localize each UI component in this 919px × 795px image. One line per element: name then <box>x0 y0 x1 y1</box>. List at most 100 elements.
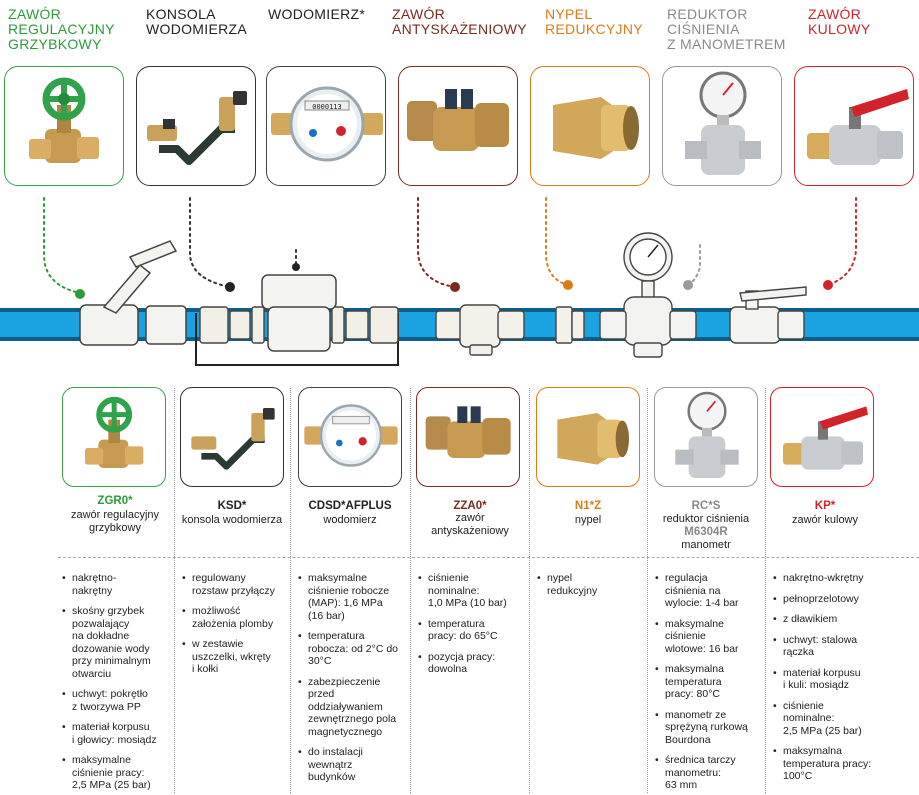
label-backflow-valve: ZAWÓR ANTYSKAŻENIOWY <box>392 6 527 37</box>
feature-item: z dławikiem <box>773 613 893 626</box>
label-globe-valve: ZAWÓR REGULACYJNY GRZYBKOWY <box>8 6 115 52</box>
feature-item: temperatura robocza: od 2°C do 30°C <box>298 630 408 668</box>
product-code-zza0: ZZA0* <box>453 500 487 512</box>
image-box-ball-valve <box>794 66 914 186</box>
label-pressure-reducer: REDUKTOR CIŚNIENIA Z MANOMETREM <box>667 6 786 52</box>
reducing-nipple-icon <box>557 413 629 465</box>
feature-item: maksymalna temperatura pracy: 80°C <box>655 663 765 701</box>
feature-item: ciśnienie nominalne: 1,0 MPa (10 bar) <box>418 572 528 610</box>
feature-item: maksymalne ciśnienie wlotowe: 16 bar <box>655 618 765 656</box>
feature-list-n1z: nypel redukcyjny <box>537 572 647 605</box>
feature-item: ciśnienie nominalne: 2,5 MPa (25 bar) <box>773 700 893 738</box>
image-box-meter-bracket <box>136 66 256 186</box>
image-box-water-meter: 0000113 <box>266 66 386 186</box>
column-separator <box>765 388 766 793</box>
product-code-zgr0: ZGR0* <box>97 495 133 507</box>
product-desc-ksd: konsola wodomierza <box>181 514 283 526</box>
feature-item: średnica tarczy manometru: 63 mm <box>655 754 765 792</box>
feature-list-rcs: regulacja ciśnienia na wylocie: 1-4 bar m… <box>655 572 765 795</box>
section-divider <box>58 557 919 558</box>
feature-item: nakrętno- nakrętny <box>62 572 174 597</box>
pipe-installation-diagram <box>0 197 919 366</box>
globe-valve-icon <box>85 396 144 468</box>
water-meter-icon: 0000113 <box>271 86 383 162</box>
image-box-reducing-nipple <box>530 66 650 186</box>
feature-item: skośny grzybek pozwalający na dokładne d… <box>62 605 174 680</box>
meter-bracket-icon <box>147 91 247 165</box>
feature-item: zabezpieczenie przed oddziaływaniem zewn… <box>298 676 408 739</box>
backflow-valve-schematic <box>435 304 525 356</box>
feature-list-kp: nakrętno-wkrętny pełnoprzelotowy z dławiki… <box>773 572 893 791</box>
product-code-n1z: N1*Z <box>574 500 602 512</box>
water-meter-icon <box>304 404 398 467</box>
product-image-rcs <box>654 387 758 487</box>
column-separator <box>529 388 530 793</box>
feature-item: nypel redukcyjny <box>537 572 647 597</box>
product-desc-kp: zawór kulowy <box>791 514 859 526</box>
product-image-zza0 <box>416 387 520 487</box>
product-image-ksd <box>180 387 284 487</box>
pressure-reducer-icon <box>685 71 761 175</box>
reducing-nipple-icon <box>553 97 639 159</box>
product-desc-n1z: nypel <box>574 514 602 526</box>
backflow-valve-icon <box>407 89 509 151</box>
column-separator <box>290 388 291 793</box>
label-meter-bracket: KONSOLA WODOMIERZA <box>146 6 247 37</box>
label-ball-valve: ZAWÓR KULOWY <box>808 6 871 37</box>
product-image-n1z <box>536 387 640 487</box>
ball-valve-icon <box>783 406 868 470</box>
feature-item: materiał korpusu i kuli: mosiądz <box>773 667 893 692</box>
feature-item: do instalacji wewnątrz budynków <box>298 746 408 784</box>
feature-item: regulacja ciśnienia na wylocie: 1-4 bar <box>655 572 765 610</box>
product-desc-zza0: zawór antyskażeniowy <box>431 512 509 537</box>
label-water-meter: WODOMIERZ* <box>268 6 366 22</box>
feature-item: pozycja pracy: dowolna <box>418 651 528 676</box>
feature-item: nakrętno-wkrętny <box>773 572 893 585</box>
svg-text:0000113: 0000113 <box>312 103 342 111</box>
product-image-cdsd <box>298 387 402 487</box>
product-desc-manometer: manometr <box>681 539 731 551</box>
globe-valve-icon <box>29 77 99 163</box>
globe-valve-schematic <box>79 240 187 346</box>
feature-item: materiał korpusu i głowicy: mosiądz <box>62 721 174 746</box>
product-code-ksd: KSD* <box>217 500 247 512</box>
image-box-globe-valve <box>4 66 124 186</box>
feature-list-zgr0: nakrętno- nakrętny skośny grzybek pozwala… <box>62 572 174 795</box>
feature-item: temperatura pracy: do 65°C <box>418 618 528 643</box>
product-code-m6304r: M6304R <box>684 526 728 538</box>
product-image-kp <box>770 387 874 487</box>
meter-couplings <box>199 306 399 344</box>
column-separator <box>174 388 175 793</box>
image-box-pressure-reducer <box>662 66 782 186</box>
pressure-reducer-icon <box>675 391 739 478</box>
product-code-cdsd: CDSD*AFPLUS <box>308 500 392 512</box>
feature-item: maksymalne ciśnienie pracy: 2,5 MPa (25 … <box>62 754 174 792</box>
product-code-rcs: RC*S <box>691 500 721 512</box>
leader-dots <box>75 263 833 299</box>
feature-item: pełnoprzelotowy <box>773 593 893 606</box>
image-box-backflow-valve <box>398 66 518 186</box>
feature-item: maksymalna temperatura pracy: 100°C <box>773 745 893 783</box>
product-desc-rcs: reduktor ciśnienia <box>662 513 750 525</box>
meter-bracket-icon <box>191 408 275 470</box>
feature-item: manometr ze sprężyną rurkową Bourdona <box>655 709 765 747</box>
feature-list-cdsd: maksymalne ciśnienie robocze (MAP): 1,6 … <box>298 572 408 792</box>
product-code-kp: KP* <box>814 500 836 512</box>
feature-item: w zestawie uszczelki, wkręty i kołki <box>182 638 290 676</box>
product-desc-zgr0: zawór regulacyjny grzybkowy <box>70 509 160 534</box>
column-separator <box>647 388 648 793</box>
feature-item: możliwość założenia plomby <box>182 605 290 630</box>
feature-item: regulowany rozstaw przyłączy <box>182 572 290 597</box>
backflow-valve-icon <box>425 406 511 458</box>
ball-valve-schematic <box>729 286 807 344</box>
reducing-nipple-schematic <box>555 306 585 344</box>
feature-list-zza0: ciśnienie nominalne: 1,0 MPa (10 bar) tem… <box>418 572 528 684</box>
column-separator <box>410 388 411 793</box>
feature-list-ksd: regulowany rozstaw przyłączy możliwość za… <box>182 572 290 684</box>
ball-valve-icon <box>807 89 909 165</box>
feature-item: maksymalne ciśnienie robocze (MAP): 1,6 … <box>298 572 408 622</box>
feature-item: uchwyt: stalowa rączka <box>773 634 893 659</box>
feature-item: uchwyt: pokrętło z tworzywa PP <box>62 688 174 713</box>
product-image-zgr0 <box>62 387 166 487</box>
product-desc-cdsd: wodomierz <box>323 514 377 526</box>
